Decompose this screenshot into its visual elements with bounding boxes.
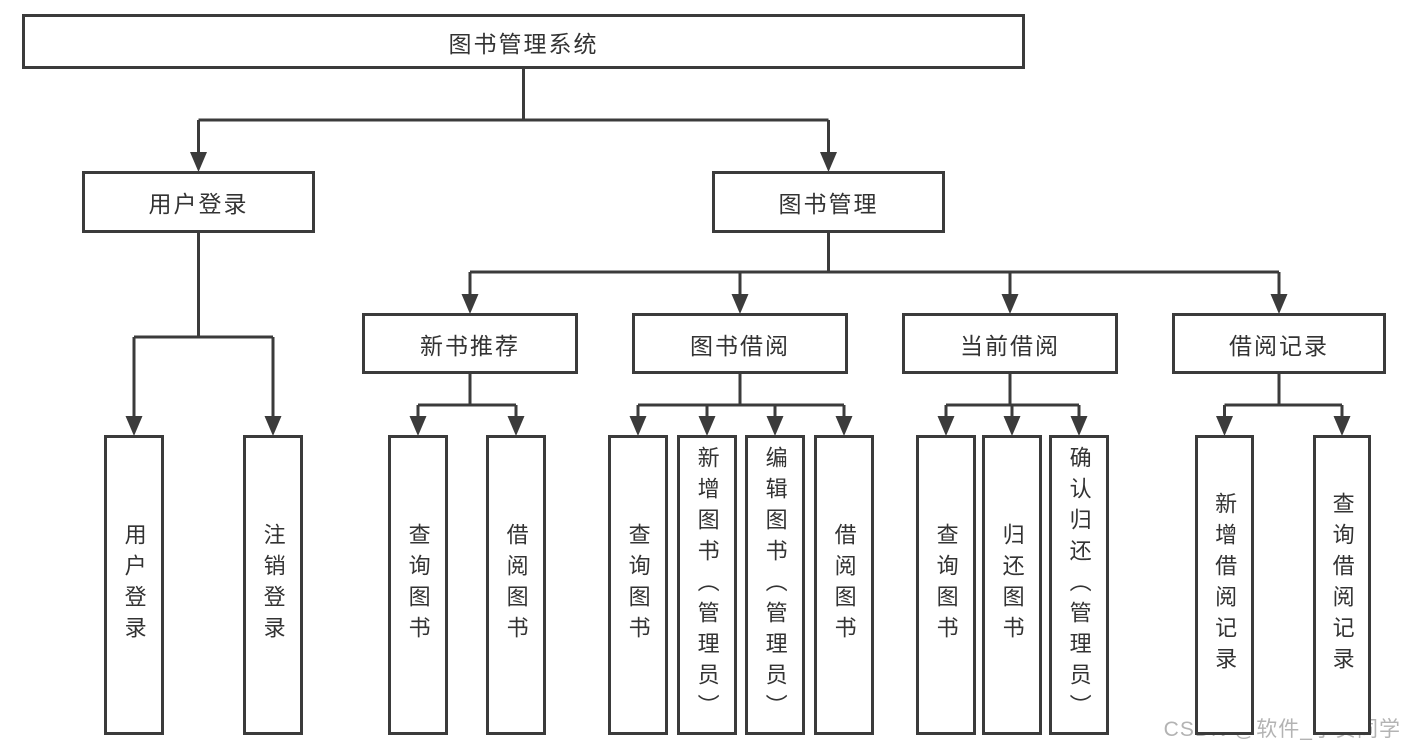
node-label: 查询图书 <box>933 523 959 647</box>
connector-group-0 <box>190 69 837 172</box>
node-label: 借阅记录 <box>1229 332 1329 359</box>
node-leaf-user-login: 用户登录 <box>104 435 164 735</box>
node-leaf-query-books-borrowing: 查询图书 <box>608 435 668 735</box>
node-leaf-return-books: 归还图书 <box>982 435 1042 735</box>
node-label: 查询借阅记录 <box>1329 492 1355 678</box>
connector-group-2 <box>461 233 1288 314</box>
arrowhead-down-icon <box>264 416 282 436</box>
arrowhead-down-icon <box>698 416 716 436</box>
connector-group-3 <box>409 374 525 436</box>
connector-path <box>1223 374 1344 420</box>
node-label: 查询图书 <box>625 523 651 647</box>
node-label: 新增图书（管理员） <box>694 445 720 725</box>
arrowhead-down-icon <box>1001 294 1019 314</box>
node-leaf-query-books-current: 查询图书 <box>916 435 976 735</box>
arrowhead-down-icon <box>507 416 525 436</box>
node-leaf-query-borrow-record: 查询借阅记录 <box>1313 435 1371 735</box>
node-borrowing-records: 借阅记录 <box>1172 313 1386 374</box>
arrowhead-down-icon <box>1270 294 1288 314</box>
node-leaf-add-borrow-record: 新增借阅记录 <box>1195 435 1254 735</box>
node-label: 用户登录 <box>148 191 249 217</box>
arrowhead-down-icon <box>1333 416 1351 436</box>
node-label: 查询图书 <box>405 523 431 647</box>
node-leaf-add-books-admin: 新增图书（管理员） <box>677 435 737 735</box>
node-book-borrowing: 图书借阅 <box>632 313 848 374</box>
node-leaf-borrow-books-borrowing: 借阅图书 <box>814 435 874 735</box>
node-label: 确认归还（管理员） <box>1066 445 1092 725</box>
connector-path <box>944 374 1081 420</box>
node-label: 图书借阅 <box>690 332 790 359</box>
node-leaf-confirm-return-admin: 确认归还（管理员） <box>1049 435 1109 735</box>
node-label: 借阅图书 <box>831 523 857 647</box>
connector-path <box>197 69 830 156</box>
node-label: 编辑图书（管理员） <box>762 445 788 725</box>
arrowhead-down-icon <box>820 152 837 172</box>
arrowhead-down-icon <box>190 152 207 172</box>
node-user-login-branch: 用户登录 <box>82 171 315 233</box>
connector-path <box>636 374 846 420</box>
node-label: 当前借阅 <box>960 332 1060 359</box>
node-leaf-edit-books-admin: 编辑图书（管理员） <box>745 435 805 735</box>
connector-group-5 <box>937 374 1088 436</box>
node-leaf-query-books-recommend: 查询图书 <box>388 435 448 735</box>
node-label: 图书管理系统 <box>448 30 599 57</box>
connector-group-4 <box>629 374 853 436</box>
node-current-borrowing: 当前借阅 <box>902 313 1118 374</box>
node-leaf-borrow-books-recommend: 借阅图书 <box>486 435 546 735</box>
connector-group-1 <box>125 233 282 436</box>
arrowhead-down-icon <box>835 416 853 436</box>
connector-group-6 <box>1216 374 1351 436</box>
connector-path <box>468 233 1281 298</box>
arrowhead-down-icon <box>1216 416 1233 436</box>
node-new-book-recommend: 新书推荐 <box>362 313 578 374</box>
node-label: 新增借阅记录 <box>1212 492 1238 678</box>
node-label: 归还图书 <box>999 523 1025 647</box>
arrowhead-down-icon <box>1003 416 1021 436</box>
connector-path <box>416 374 518 420</box>
node-root-library-system: 图书管理系统 <box>22 14 1025 69</box>
node-label: 新书推荐 <box>420 332 520 359</box>
arrowhead-down-icon <box>731 294 749 314</box>
node-label: 用户登录 <box>121 523 147 647</box>
node-label: 图书管理 <box>778 191 879 217</box>
connector-path <box>132 233 275 420</box>
arrowhead-down-icon <box>629 416 647 436</box>
arrowhead-down-icon <box>409 416 427 436</box>
arrowhead-down-icon <box>125 416 143 436</box>
node-leaf-logout: 注销登录 <box>243 435 303 735</box>
node-label: 注销登录 <box>260 523 286 647</box>
arrowhead-down-icon <box>1070 416 1088 436</box>
node-book-management-branch: 图书管理 <box>712 171 945 233</box>
arrowhead-down-icon <box>461 294 479 314</box>
node-label: 借阅图书 <box>503 523 529 647</box>
arrowhead-down-icon <box>766 416 784 436</box>
arrowhead-down-icon <box>937 416 955 436</box>
